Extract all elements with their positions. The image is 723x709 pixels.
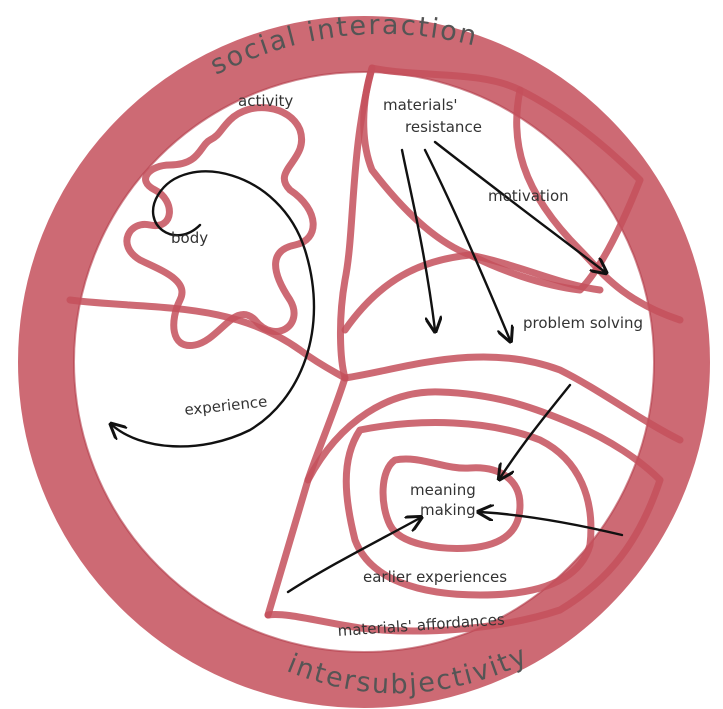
materials-resistance-label-2: resistance [405,118,482,136]
problem-solving-label: problem solving [523,314,643,332]
materials-resistance-label-1: materials' [383,96,458,114]
motivation-region [513,86,684,324]
resistance-to-problem-arrow-2 [423,148,510,340]
earlier-experiences-label: earlier experiences [363,568,507,586]
region-divider-center [341,353,684,444]
problem-to-meaning-arrow [500,383,572,478]
resistance-to-motivation-arrow [433,140,605,272]
making-label: making [420,501,476,519]
outer-ring [18,16,710,708]
affordances-to-meaning-arrow [286,518,420,594]
resistance-to-problem-arrow-1 [400,148,435,330]
body-label: body [171,229,208,247]
experience-spiral-arrow [112,170,316,448]
outer-ring-edge [73,71,655,653]
materials-affordances-region [264,388,664,635]
experience-label: experience [184,392,269,419]
motivation-label: motivation [488,187,569,205]
activity-label: activity [238,92,293,110]
meaning-making-region [379,455,524,552]
outside-to-meaning-arrow [480,512,624,537]
earlier-experiences-region [342,419,595,599]
meaning-label: meaning [410,481,476,499]
activity-body-blob [123,104,317,349]
problem-solving-region [341,251,604,334]
